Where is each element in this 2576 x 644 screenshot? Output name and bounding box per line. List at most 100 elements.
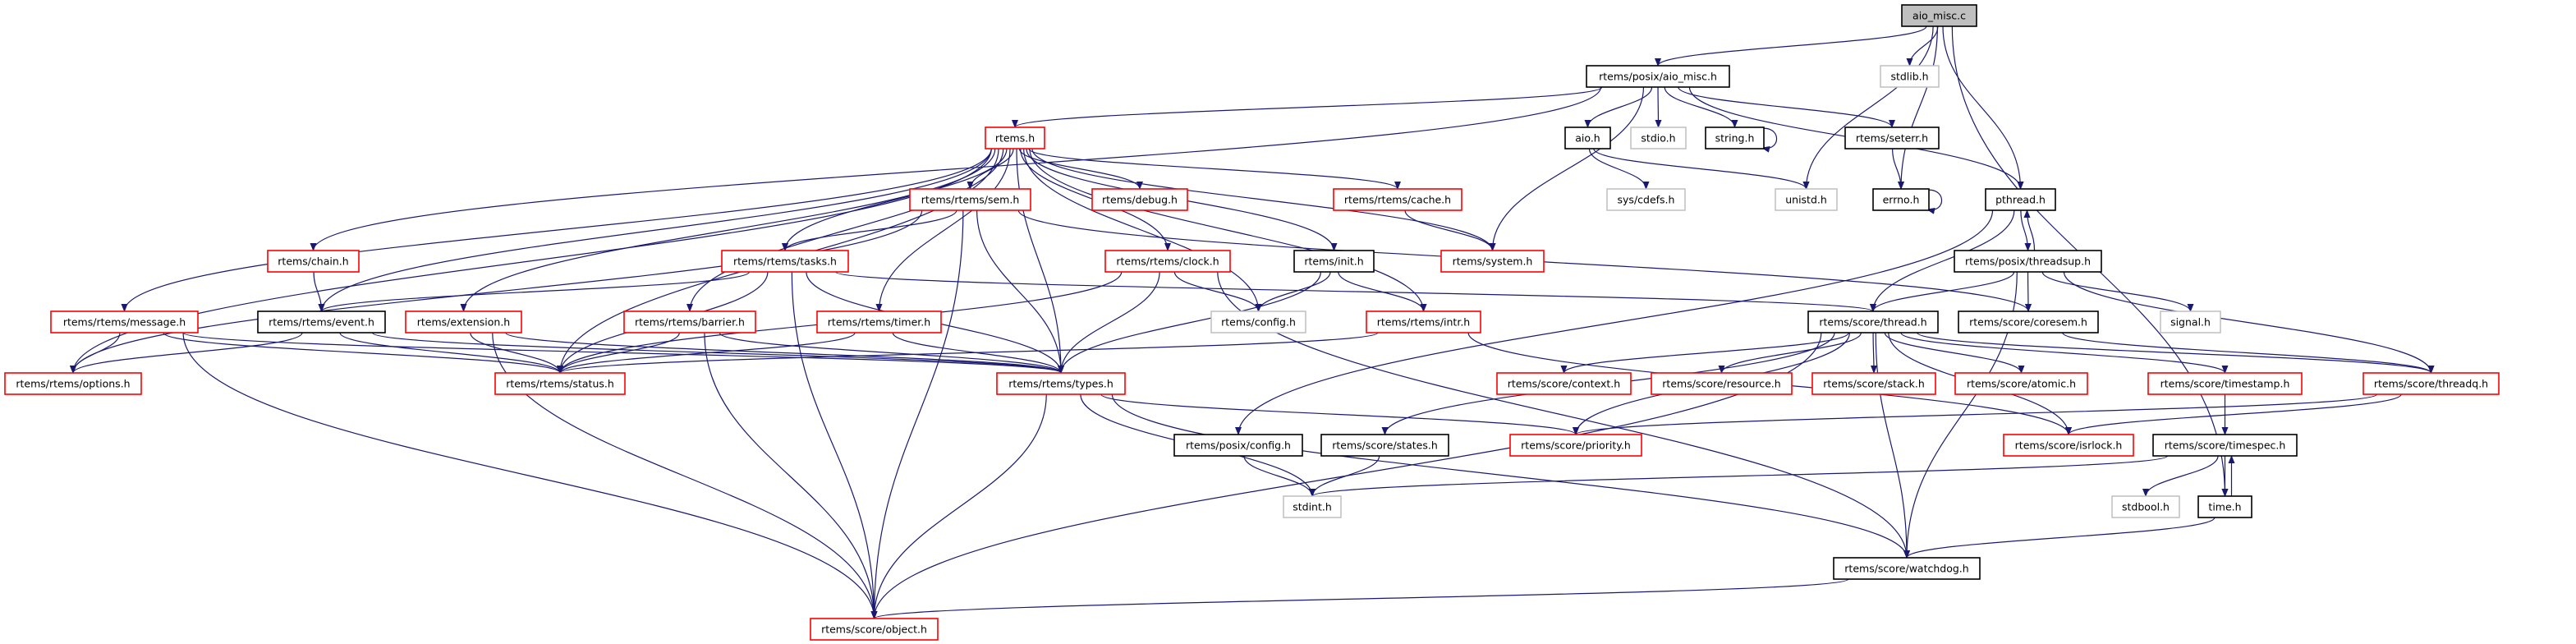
node-rtems-rtems-types-h[interactable]: rtems/rtems/types.h [996, 372, 1126, 395]
node-rtems-score-timestamp-h[interactable]: rtems/score/timestamp.h [2147, 372, 2303, 395]
node-rtems-score-coresem-h[interactable]: rtems/score/coresem.h [1958, 310, 2099, 334]
node-box [1958, 310, 2099, 334]
edge-rtems-score-thread-h-to-rtems-score-timestamp-h [1900, 332, 2229, 374]
node-box [1630, 126, 1687, 150]
edge-rtems-init-h-to-rtems-rtems-types-h [1058, 271, 1321, 374]
node-rtems-score-watchdog-h[interactable]: rtems/score/watchdog.h [1833, 557, 1981, 580]
node-rtems-score-thread-h[interactable]: rtems/score/thread.h [1807, 310, 1939, 334]
edge-rtems-rtems-clock-h-to-rtems-config-h [1173, 271, 1262, 312]
node-rtems-rtems-event-h[interactable]: rtems/rtems/event.h [257, 310, 386, 334]
node-rtems-score-priority-h[interactable]: rtems/score/priority.h [1509, 434, 1642, 457]
node-label: rtems/rtems/intr.h [1377, 316, 1470, 329]
node-box [909, 188, 1031, 211]
edge-rtems-score-thread-h-to-rtems-score-context-h [1560, 332, 1849, 374]
edge-rtems-h-to-rtems-config-h [1023, 148, 1262, 312]
node-rtems-rtems-clock-h[interactable]: rtems/rtems/clock.h [1104, 250, 1231, 273]
node-box [816, 310, 942, 334]
node-box [1901, 4, 1977, 27]
node-time-h[interactable]: time.h [2197, 495, 2252, 518]
edge-aio-misc-c-to-errno-h [1898, 25, 1938, 190]
node-rtems-rtems-status-h[interactable]: rtems/rtems/status.h [494, 372, 626, 395]
node-string-h[interactable]: string.h [1705, 126, 1765, 150]
node-rtems-score-stack-h[interactable]: rtems/score/stack.h [1811, 372, 1936, 395]
node-rtems-debug-h[interactable]: rtems/debug.h [1091, 188, 1188, 211]
node-rtems-seterr-h[interactable]: rtems/seterr.h [1844, 126, 1940, 150]
node-box [810, 618, 939, 641]
node-rtems-rtems-intr-h[interactable]: rtems/rtems/intr.h [1366, 310, 1481, 334]
edge-rtems-score-timespec-h-to-stdbool-h [2142, 455, 2219, 497]
node-rtems-system-h[interactable]: rtems/system.h [1440, 250, 1545, 273]
node-rtems-posix-config-h[interactable]: rtems/posix/config.h [1173, 434, 1303, 457]
edge-rtems-posix-threadsup-h-to-rtems-score-threadq-h [2063, 271, 2435, 374]
node-rtems-rtems-sem-h[interactable]: rtems/rtems/sem.h [909, 188, 1031, 211]
edge-rtems-score-threadq-h-to-rtems-score-isrlock-h [2065, 393, 2402, 435]
edge-errno-h-to-errno-h [1923, 189, 1943, 214]
node-label: rtems/rtems/types.h [1008, 378, 1114, 390]
edge-rtems-rtems-clock-h-to-rtems-rtems-types-h [1058, 271, 1160, 374]
node-rtems-rtems-message-h[interactable]: rtems/rtems/message.h [50, 310, 199, 334]
node-rtems-score-threadq-h[interactable]: rtems/score/threadq.h [2362, 372, 2500, 395]
edge-rtems-h-to-rtems-debug-h [1018, 148, 1143, 190]
node-box [985, 126, 1045, 150]
edge-rtems-h-to-rtems-rtems-cache-h [1028, 148, 1401, 190]
node-rtems-score-resource-h[interactable]: rtems/score/resource.h [1651, 372, 1793, 395]
node-rtems-init-h[interactable]: rtems/init.h [1293, 250, 1375, 273]
edge-rtems-init-h-to-rtems-rtems-intr-h [1338, 271, 1427, 312]
node-errno-h[interactable]: errno.h [1872, 188, 1930, 211]
node-rtems-score-atomic-h[interactable]: rtems/score/atomic.h [1954, 372, 2088, 395]
edge-rtems-h-to-rtems-rtems-sem-h [967, 148, 1014, 190]
node-label: rtems/seterr.h [1856, 132, 1928, 145]
node-label: rtems/posix/aio_misc.h [1599, 71, 1717, 83]
node-rtems-score-context-h[interactable]: rtems/score/context.h [1496, 372, 1632, 395]
node-box [494, 372, 626, 395]
edge-rtems-h-to-rtems-rtems-barrier-h [686, 148, 1004, 312]
node-box [1651, 372, 1793, 395]
node-rtems-posix-threadsup-h[interactable]: rtems/posix/threadsup.h [1954, 250, 2102, 273]
node-rtems-chain-h[interactable]: rtems/chain.h [267, 250, 360, 273]
node-rtems-rtems-tasks-h[interactable]: rtems/rtems/tasks.h [721, 250, 849, 273]
node-rtems-rtems-cache-h[interactable]: rtems/rtems/cache.h [1333, 188, 1462, 211]
edge-rtems-rtems-barrier-h-to-rtems-rtems-types-h [719, 332, 1064, 374]
edge-rtems-posix-aio-misc-h-to-aio-h [1584, 86, 1653, 128]
node-rtems-rtems-barrier-h[interactable]: rtems/rtems/barrier.h [623, 310, 756, 334]
node-rtems-h[interactable]: rtems.h [985, 126, 1045, 150]
node-rtems-score-object-h[interactable]: rtems/score/object.h [810, 618, 939, 641]
node-rtems-extension-h[interactable]: rtems/extension.h [405, 310, 522, 334]
edge-rtems-rtems-types-h-to-rtems-score-watchdog-h [1111, 393, 1910, 559]
node-box [1807, 310, 1939, 334]
edge-rtems-posix-config-h-to-stdint-h [1243, 455, 1316, 497]
node-label: rtems/posix/threadsup.h [1965, 255, 2091, 268]
node-label: rtems/rtems/options.h [16, 378, 130, 390]
edge-aio-misc-c-to-rtems-posix-aio-misc-h [1655, 25, 1927, 67]
node-label: rtems/score/object.h [821, 623, 927, 636]
edge-rtems-rtems-event-h-to-rtems-rtems-status-h [339, 332, 563, 374]
node-label: rtems/chain.h [278, 255, 348, 268]
node-label: time.h [2208, 501, 2241, 513]
node-pthread-h[interactable]: pthread.h [1985, 188, 2056, 211]
node-rtems-posix-aio-misc-h[interactable]: rtems/posix/aio_misc.h [1586, 65, 1730, 88]
node-box [996, 372, 1126, 395]
node-label: string.h [1715, 132, 1755, 145]
node-label: errno.h [1883, 194, 1920, 206]
node-label: rtems/system.h [1453, 255, 1533, 268]
node-rtems-score-isrlock-h[interactable]: rtems/score/isrlock.h [2003, 434, 2134, 457]
node-rtems-score-states-h[interactable]: rtems/score/states.h [1320, 434, 1449, 457]
node-rtems-score-timespec-h[interactable]: rtems/score/timespec.h [2152, 434, 2298, 457]
edge-aio-h-to-sys-cdefs-h [1588, 148, 1650, 190]
node-aio-h[interactable]: aio.h [1564, 126, 1611, 150]
edge-rtems-posix-threadsup-h-to-pthread-h [2023, 209, 2036, 251]
node-label: signal.h [2170, 316, 2211, 329]
edge-rtems-rtems-event-h-to-rtems-rtems-types-h [371, 332, 1064, 374]
edge-rtems-rtems-sem-h-to-rtems-rtems-options-h [70, 209, 923, 374]
node-aio-misc-c: aio_misc.c [1901, 4, 1977, 27]
node-rtems-rtems-timer-h[interactable]: rtems/rtems/timer.h [816, 310, 942, 334]
node-label: rtems/posix/config.h [1186, 439, 1291, 452]
edge-rtems-score-thread-h-to-rtems-score-stack-h [1870, 332, 1877, 374]
edge-rtems-posix-aio-misc-h-to-rtems-h [1012, 86, 1603, 128]
node-rtems-rtems-options-h[interactable]: rtems/rtems/options.h [4, 372, 142, 395]
edge-rtems-rtems-sem-h-to-rtems-rtems-tasks-h [782, 209, 957, 251]
node-label: aio_misc.c [1912, 10, 1966, 22]
